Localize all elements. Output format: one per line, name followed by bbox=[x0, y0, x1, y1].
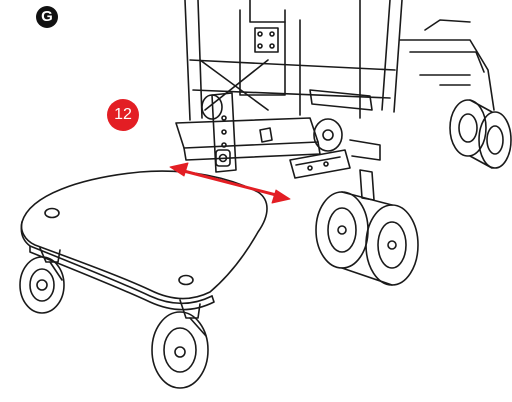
callout-badge-shape bbox=[107, 99, 139, 131]
board-right-caster bbox=[151, 299, 209, 389]
buggy-board-platform bbox=[20, 170, 268, 311]
stroller-rear-wheels bbox=[449, 99, 512, 169]
callout-number-badge: 12 bbox=[114, 106, 132, 123]
stroller-front-wheels bbox=[315, 169, 419, 286]
stroller-frame bbox=[184, 0, 495, 121]
step-letter-badge: G bbox=[36, 6, 58, 28]
mount-bracket bbox=[175, 92, 381, 179]
measure-arrow bbox=[169, 162, 291, 204]
board-left-caster bbox=[19, 247, 65, 314]
